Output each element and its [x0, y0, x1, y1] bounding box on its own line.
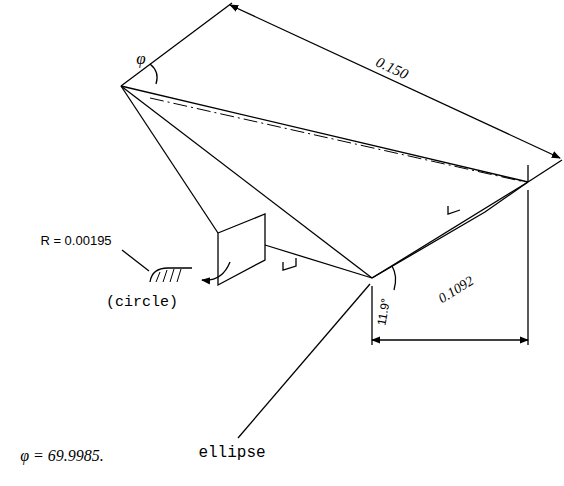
extension-line — [371, 286, 372, 345]
dimension-line — [372, 339, 528, 340]
leader-note: ellipse — [198, 445, 265, 461]
dimension-line — [230, 5, 560, 158]
hatch-line — [156, 272, 160, 282]
wing-edge — [527, 165, 528, 182]
hatch-line — [170, 269, 174, 282]
right-angle-mark — [283, 258, 296, 270]
nose-circle — [150, 268, 192, 282]
wing-edge — [121, 86, 528, 182]
extension-line — [121, 3, 232, 86]
angle-value: 11.9° — [376, 298, 393, 327]
hatch-line — [163, 270, 167, 282]
angle-arc — [392, 266, 396, 290]
wing-edge — [265, 245, 372, 278]
leader-line — [238, 284, 370, 438]
angle-arc — [150, 64, 157, 84]
radius-label: R = 0.00195 — [40, 234, 111, 247]
hatch-line — [177, 269, 181, 282]
wing-edge — [372, 182, 528, 278]
wing-edge — [121, 86, 218, 233]
right-angle-mark — [448, 206, 460, 214]
dimension-value: 0.1092 — [436, 274, 476, 306]
extension-line — [528, 160, 562, 182]
dimension-value: 0.150 — [374, 54, 411, 82]
wing-edge — [121, 86, 372, 278]
angle-note: φ = 69.9985. — [20, 448, 104, 464]
center-line — [150, 98, 525, 182]
wing-edge — [372, 182, 528, 278]
extension-line — [527, 190, 528, 345]
detail-arrow — [202, 262, 230, 280]
detail-note: (circle) — [106, 295, 178, 310]
angle-symbol: φ — [136, 50, 145, 67]
leader-line — [122, 250, 149, 271]
section-plate — [218, 214, 265, 285]
